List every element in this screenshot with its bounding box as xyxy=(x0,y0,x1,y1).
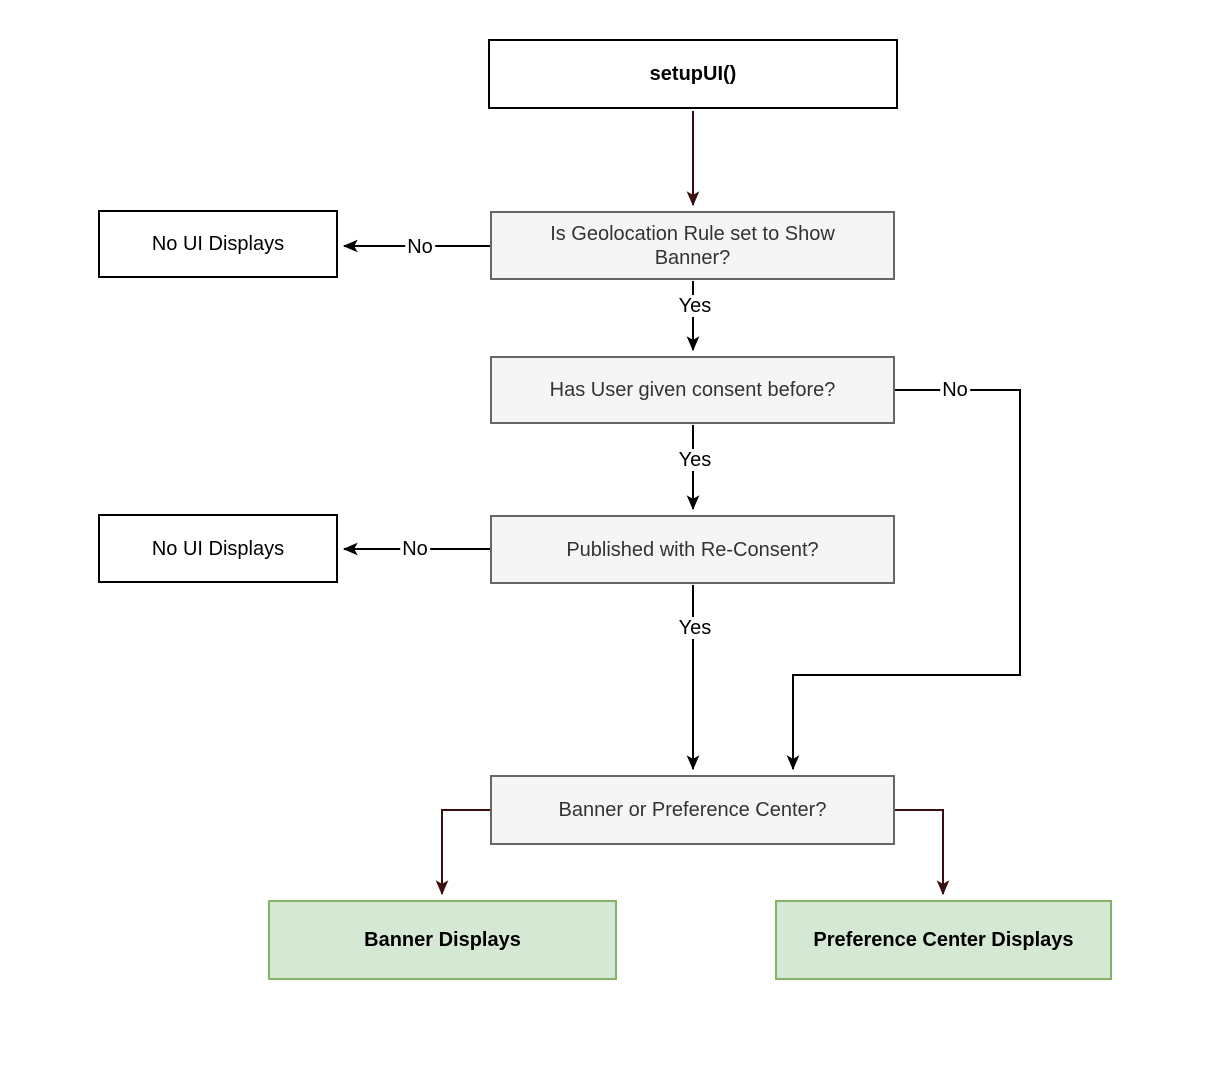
edge-label-reconsent-yes: Yes xyxy=(676,617,714,639)
node-no-ui-displays-top: No UI Displays xyxy=(98,210,338,278)
node-no-ui-displays-mid: No UI Displays xyxy=(98,514,338,583)
edge-label-reconsent-no: No xyxy=(400,538,430,560)
edge-bannerorpc-to-pcdisplays xyxy=(895,809,950,896)
node-setupui: setupUI() xyxy=(488,39,898,109)
node-banner-displays: Banner Displays xyxy=(268,900,617,980)
node-geolocation-rule: Is Geolocation Rule set to Show Banner? xyxy=(490,211,895,280)
node-preference-center-displays: Preference Center Displays xyxy=(775,900,1112,980)
edge-bannerorpc-to-bannerdisplays xyxy=(435,809,490,896)
edge-label-georule-yes: Yes xyxy=(676,295,714,317)
node-published-reconsent: Published with Re-Consent? xyxy=(490,515,895,584)
edge-label-consent-yes: Yes xyxy=(676,449,714,471)
node-consent-before: Has User given consent before? xyxy=(490,356,895,424)
edge-consent-no-to-bannerorpc xyxy=(786,389,1021,771)
edge-label-georule-no: No xyxy=(405,236,435,258)
node-banner-or-preference-center: Banner or Preference Center? xyxy=(490,775,895,845)
edge-label-consent-no: No xyxy=(940,379,970,401)
